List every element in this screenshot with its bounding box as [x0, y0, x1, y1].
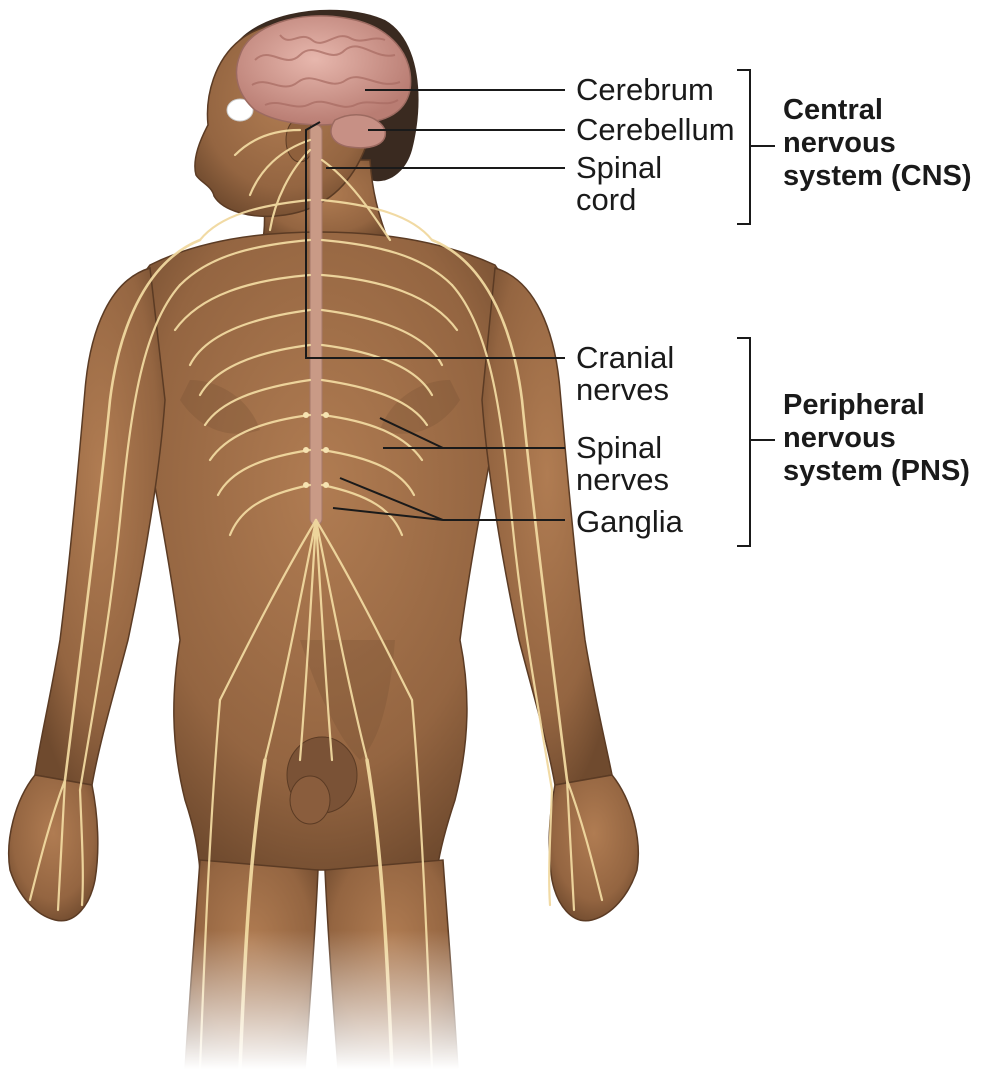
label-spinal-nerves-line2: nerves: [576, 462, 670, 497]
group-pns-line1: Peripheral: [783, 389, 925, 421]
bottom-fade: [0, 930, 997, 1069]
group-pns-line2: nervous: [783, 422, 896, 454]
cns-bracket: [737, 69, 751, 225]
label-ganglia: Ganglia: [576, 504, 683, 539]
label-spinal-cord-line2: cord: [576, 182, 637, 217]
group-cns-line1: Central: [783, 94, 883, 126]
group-cns-line3: system (CNS): [783, 160, 972, 192]
spinal-cord-shape: [309, 124, 323, 526]
leader-lines: [305, 89, 565, 521]
group-pns-line3: system (PNS): [783, 455, 970, 487]
label-cranial-nerves-line1: Cranial: [576, 340, 675, 375]
group-cns-line2: nervous: [783, 127, 896, 159]
label-cranial-nerves-line2: nerves: [576, 372, 670, 407]
genital-region: [286, 736, 358, 825]
cerebellum-shape: [330, 114, 386, 149]
label-cerebrum: Cerebrum: [576, 72, 714, 107]
body-shading: [180, 380, 460, 760]
brackets: [737, 69, 775, 547]
label-spinal-nerves-line1: Spinal: [576, 430, 663, 465]
label-cerebellum: Cerebellum: [576, 112, 735, 147]
body-silhouette: [7, 22, 640, 1069]
cerebrum-folds: [251, 34, 401, 108]
ganglia-dots: [303, 412, 329, 488]
pns-bracket: [737, 337, 751, 547]
cerebrum-shape: [235, 15, 412, 126]
eye: [226, 98, 254, 122]
label-spinal-cord-line1: Spinal: [576, 150, 663, 185]
